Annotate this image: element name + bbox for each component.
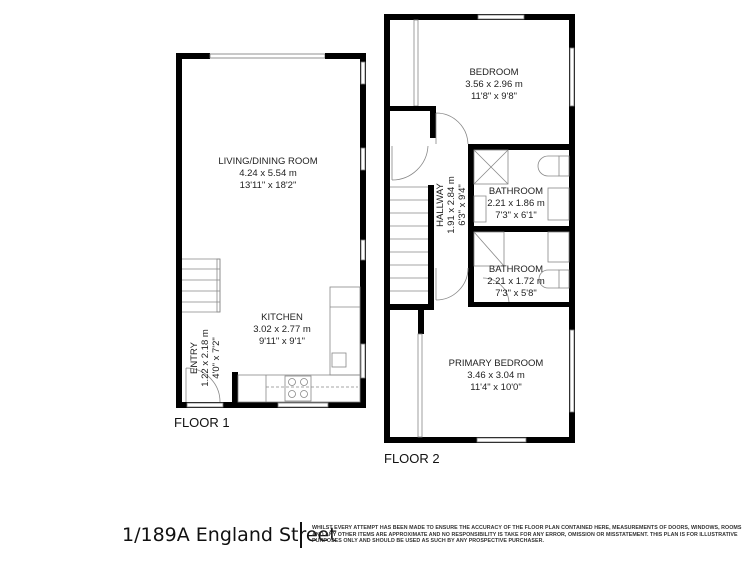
svg-text:4'0" x 7'2": 4'0" x 7'2"	[211, 337, 222, 379]
room-label-primary-bedroom: PRIMARY BEDROOM 3.46 x 3.04 m 11'4" x 10…	[449, 358, 544, 393]
svg-text:2.21 x 1.72 m: 2.21 x 1.72 m	[487, 276, 545, 287]
floor-2-label: FLOOR 2	[384, 451, 440, 466]
room-label-bathroom-2: BATHROOM 2.21 x 1.72 m 7'3" x 5'8"	[487, 264, 545, 299]
room-label-hallway: HALLWAY 1.91 x 2.84 m 6'3" x 9'4"	[435, 176, 468, 234]
floor-1-plan	[176, 53, 366, 408]
stairs	[182, 258, 221, 313]
svg-text:4.24 x 5.54 m: 4.24 x 5.54 m	[239, 168, 297, 179]
cooktop	[284, 375, 312, 402]
kitchen-counters	[237, 286, 361, 403]
room-label-living: LIVING/DINING ROOM 4.24 x 5.54 m 13'11" …	[218, 156, 317, 191]
svg-text:3.56 x 2.96 m: 3.56 x 2.96 m	[465, 79, 523, 90]
entry-door	[185, 367, 221, 403]
svg-text:HALLWAY: HALLWAY	[435, 183, 446, 227]
divider	[300, 522, 302, 548]
svg-text:11'8" x 9'8": 11'8" x 9'8"	[471, 91, 517, 102]
svg-text:7'3" x 6'1": 7'3" x 6'1"	[495, 210, 537, 221]
room-label-bathroom-1: BATHROOM 2.21 x 1.86 m 7'3" x 6'1"	[487, 186, 545, 221]
svg-text:11'4" x 10'0": 11'4" x 10'0"	[470, 382, 521, 393]
svg-text:LIVING/DINING ROOM: LIVING/DINING ROOM	[218, 156, 317, 167]
room-label-kitchen: KITCHEN 3.02 x 2.77 m 9'11" x 9'1"	[253, 312, 311, 347]
svg-text:6'3" x 9'4": 6'3" x 9'4"	[457, 184, 468, 226]
svg-text:KITCHEN: KITCHEN	[261, 312, 303, 323]
svg-text:13'11" x 18'2": 13'11" x 18'2"	[240, 180, 297, 191]
disclaimer-text: WHILST EVERY ATTEMPT HAS BEEN MADE TO EN…	[312, 525, 742, 545]
address-title: 1/189A England Street	[122, 524, 337, 546]
svg-text:3.46 x 3.04 m: 3.46 x 3.04 m	[467, 370, 525, 381]
svg-text:BEDROOM: BEDROOM	[469, 67, 518, 78]
svg-text:1.91 x 2.84 m: 1.91 x 2.84 m	[446, 176, 457, 234]
svg-text:PRIMARY BEDROOM: PRIMARY BEDROOM	[449, 358, 544, 369]
svg-text:ENTRY: ENTRY	[189, 341, 200, 374]
room-label-bedroom: BEDROOM 3.56 x 2.96 m 11'8" x 9'8"	[465, 67, 523, 102]
svg-text:9'11" x 9'1": 9'11" x 9'1"	[259, 336, 305, 347]
svg-text:2.21 x 1.86 m: 2.21 x 1.86 m	[487, 198, 545, 209]
stairs	[390, 186, 428, 292]
floor-2-plan	[384, 14, 575, 443]
svg-text:1.22 x 2.18 m: 1.22 x 2.18 m	[200, 329, 211, 387]
svg-text:7'3" x 5'8": 7'3" x 5'8"	[495, 288, 537, 299]
svg-text:BATHROOM: BATHROOM	[489, 186, 543, 197]
svg-text:3.02 x 2.77 m: 3.02 x 2.77 m	[253, 324, 311, 335]
svg-text:BATHROOM: BATHROOM	[489, 264, 543, 275]
floor-1-label: FLOOR 1	[174, 415, 230, 430]
room-label-entry: ENTRY 1.22 x 2.18 m 4'0" x 7'2"	[189, 329, 222, 387]
